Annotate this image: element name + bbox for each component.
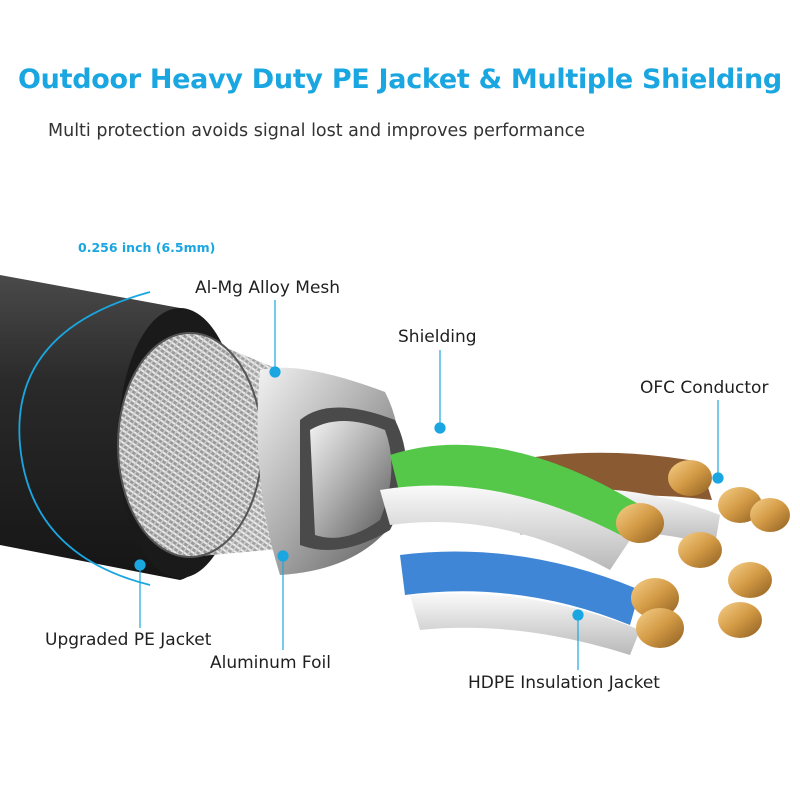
label-insulation: HDPE Insulation Jacket xyxy=(468,673,660,693)
page-title: Outdoor Heavy Duty PE Jacket & Multiple … xyxy=(18,64,782,95)
page-subtitle: Multi protection avoids signal lost and … xyxy=(48,121,586,141)
aluminum-foil xyxy=(257,367,407,575)
label-jacket: Upgraded PE Jacket xyxy=(45,630,212,650)
label-mesh: Al-Mg Alloy Mesh xyxy=(195,278,341,298)
callouts xyxy=(134,300,724,670)
ofc-conductors xyxy=(616,460,790,648)
green-wire xyxy=(380,444,640,570)
label-foil: Aluminum Foil xyxy=(210,653,331,673)
label-conductor: OFC Conductor xyxy=(640,378,769,398)
dimension-label: 0.256 inch (6.5mm) xyxy=(78,240,216,255)
blue-wire xyxy=(400,551,640,655)
label-shielding: Shielding xyxy=(398,327,477,347)
diameter-arc xyxy=(18,291,151,586)
